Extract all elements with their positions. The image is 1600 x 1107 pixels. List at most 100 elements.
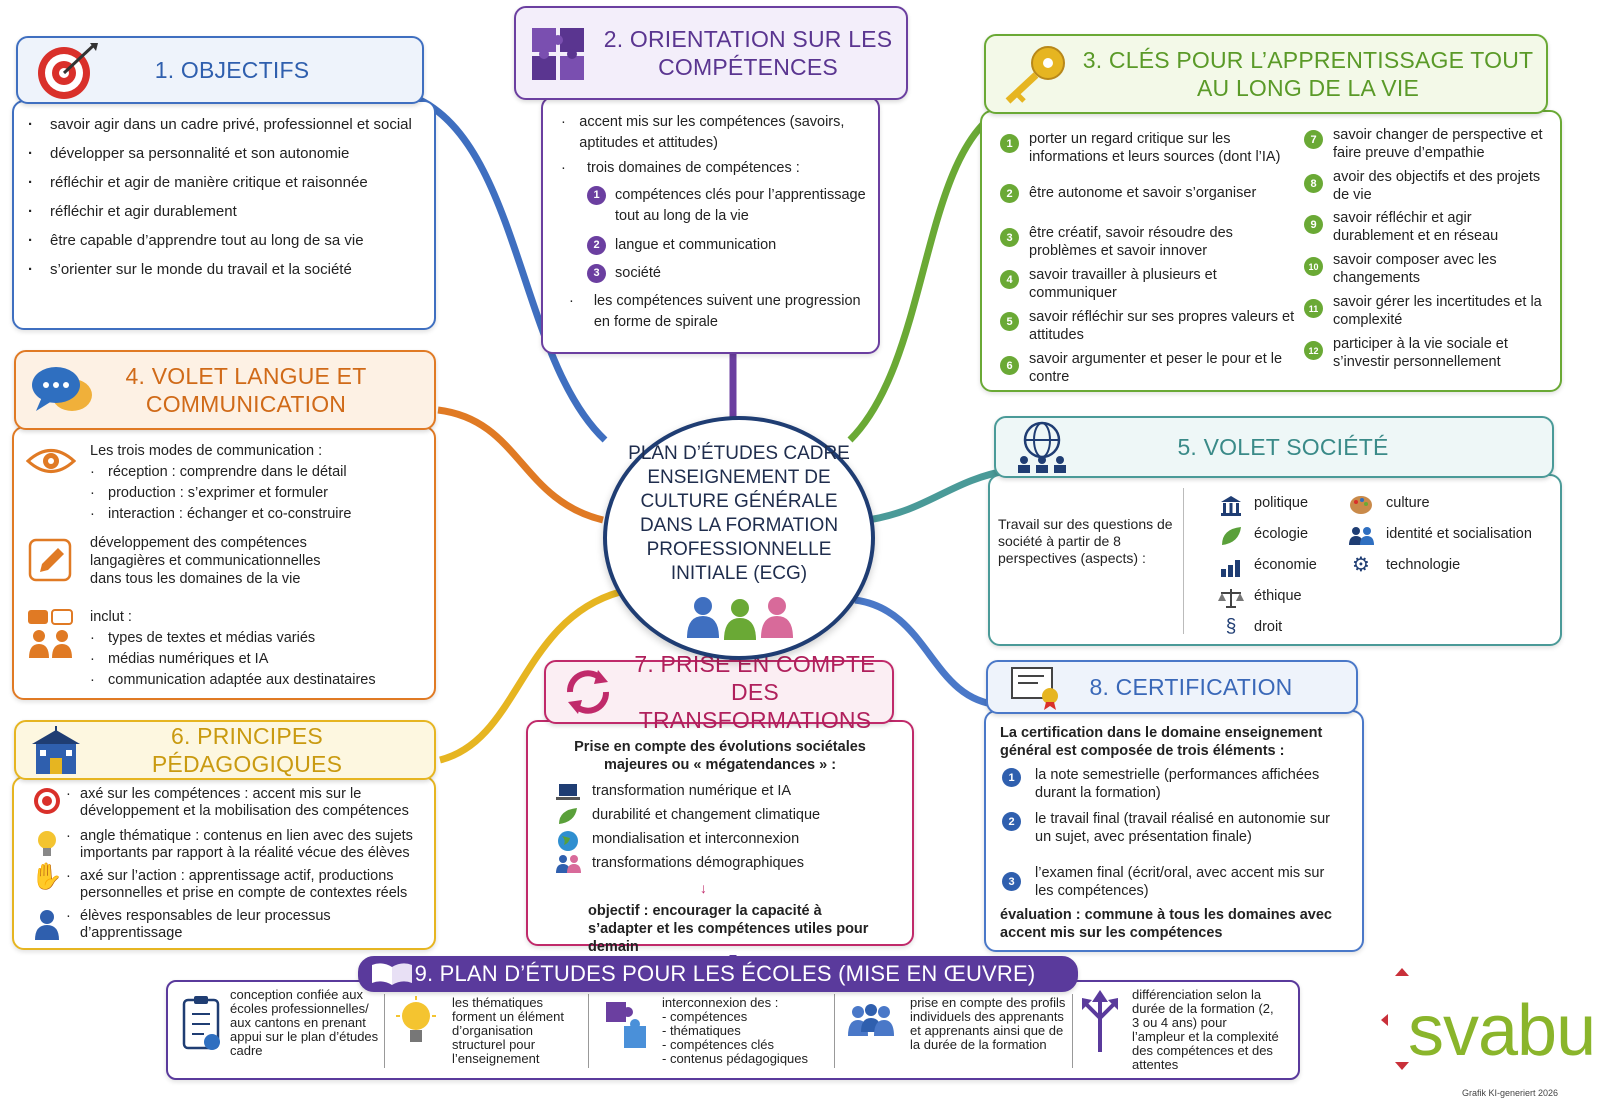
perspective-item: droit	[1254, 619, 1283, 635]
target-icon	[28, 786, 66, 816]
gears-icon: ⚙	[1352, 554, 1370, 576]
orientation-title-line: COMPÉTENCES	[658, 54, 838, 80]
perspective-item: technologie	[1386, 557, 1461, 573]
objectifs-title: 1. OBJECTIFS	[154, 57, 310, 83]
megatrend-item: durabilité et changement climatique	[592, 807, 821, 823]
perspective-item: économie	[1254, 557, 1317, 573]
plan-subitem: - contenus pédagogiques	[662, 1051, 809, 1066]
people-pair-icon	[1346, 525, 1376, 547]
perspective-item: écologie	[1254, 526, 1309, 542]
certification-item: le travail final (travail réalisé en aut…	[1035, 811, 1330, 845]
plan-item: les thématiques forment un élément d’org…	[452, 995, 565, 1066]
certificate-icon	[1011, 667, 1058, 710]
principe-item: axé sur l’action : apprentissage actif, …	[80, 868, 408, 901]
divider	[1183, 488, 1184, 634]
plan-title: 9. PLAN D’ÉTUDES POUR LES ÉCOLES (MISE E…	[414, 961, 1036, 986]
palette-icon	[1346, 494, 1376, 516]
divider	[1072, 994, 1073, 1068]
certification-item: l’examen final (écrit/oral, avec accent …	[1035, 865, 1325, 899]
domain-item: société	[615, 265, 661, 281]
cle-item: savoir réfléchir sur ses propres valeurs…	[1029, 309, 1295, 343]
person-icon	[28, 908, 66, 940]
globe-people-icon	[1018, 421, 1066, 473]
bar-chart-icon	[1216, 556, 1246, 578]
lightbulb-icon	[28, 828, 66, 860]
open-book-icon	[372, 963, 412, 985]
link-societe	[867, 466, 1011, 524]
dev-text: développement des compétences langagière…	[90, 535, 321, 587]
lightbulb-icon	[396, 996, 436, 1042]
certification-panel: La certification dans le domaine enseign…	[984, 710, 1364, 952]
pencil-icon	[28, 538, 72, 582]
objectif-item: être capable d’apprendre tout au long de…	[14, 232, 434, 249]
cle-item: être créatif, savoir résoudre des problè…	[1029, 225, 1233, 259]
transformations-header: 7. PRISE EN COMPTE DES TRANSFORMATIONS	[544, 651, 894, 733]
globe-icon	[552, 830, 584, 852]
arrow-down-icon: ↓	[700, 880, 707, 896]
principe-item: élèves responsables de leur processus d’…	[80, 908, 331, 941]
laptop-icon	[552, 782, 584, 802]
plan-item: conception confiée aux écoles profession…	[230, 987, 379, 1058]
orientation-bullet: trois domaines de compétences :	[587, 160, 800, 176]
central-node: PLAN D’ÉTUDES CADRE ENSEIGNEMENT DE CULT…	[603, 416, 875, 660]
objectifs-header: 1. OBJECTIFS	[16, 36, 424, 104]
school-icon	[32, 726, 80, 774]
societe-header: 5. VOLET SOCIÉTÉ	[994, 416, 1554, 478]
link-certification	[854, 596, 1001, 709]
objectif-item: savoir agir dans un cadre privé, profess…	[14, 116, 434, 133]
orientation-panel: ·accent mis sur les compétences (savoirs…	[541, 96, 880, 354]
plan-columns: conception confiée aux écoles profession…	[178, 988, 1288, 1074]
people-icon	[687, 597, 793, 640]
speech-bubbles-icon	[32, 367, 92, 411]
group-people-icon	[848, 1004, 894, 1036]
plan-item: prise en compte des profils individuels …	[910, 995, 1066, 1052]
cle-item: être autonome et savoir s’organiser	[1029, 185, 1257, 201]
section-icon: §	[1225, 616, 1237, 637]
langue-title: 4. VOLET LANGUE ET COMMUNICATION	[98, 362, 394, 418]
mode-item: production : s’exprimer et formuler	[108, 485, 328, 501]
cle-item: savoir gérer les incertitudes et la comp…	[1333, 294, 1542, 328]
center-title-line: ENSEIGNEMENT DE	[647, 467, 831, 488]
certification-title: 8. CERTIFICATION	[1089, 674, 1293, 700]
logo-note: Grafik KI-generiert 2026	[1462, 1088, 1559, 1098]
perspective-item: politique	[1254, 495, 1309, 511]
perspective-item: identité et socialisation	[1386, 526, 1532, 542]
mode-item: réception : comprendre dans le détail	[108, 464, 347, 480]
principes-panel: ·axé sur les compétences : accent mis su…	[12, 776, 436, 950]
transformations-title: 7. PRISE EN COMPTE DES TRANSFORMATIONS	[618, 650, 892, 734]
societe-title: 5. VOLET SOCIÉTÉ	[1177, 434, 1389, 460]
orientation-title: 2. ORIENTATION SUR LES COMPÉTENCES	[590, 25, 906, 81]
divider	[588, 994, 589, 1068]
link-principes	[439, 588, 621, 764]
cle-item: savoir réfléchir et agir durablement et …	[1333, 210, 1499, 244]
orientation-bullet: les compétences suivent une progression …	[593, 293, 861, 330]
transformations-panel: Prise en compte des évolutions sociétale…	[526, 720, 914, 955]
center-title-line: CULTURE GÉNÉRALE	[640, 491, 838, 512]
clipboard-check-icon	[182, 996, 220, 1050]
megatrend-item: transformations démographiques	[592, 855, 804, 871]
certification-intro: La certification dans le domaine enseign…	[1000, 725, 1323, 759]
cle-item: savoir changer de perspective et faire p…	[1333, 127, 1543, 161]
cle-item: savoir composer avec les changements	[1333, 252, 1497, 286]
langue-header: 4. VOLET LANGUE ET COMMUNICATION	[14, 350, 436, 430]
target-icon	[38, 43, 98, 99]
cles-title-line: 3. CLÉS POUR L’APPRENTISSAGE TOUT	[1082, 47, 1534, 73]
puzzle-pieces-icon	[606, 1002, 646, 1048]
objectif-item: s’orienter sur le monde du travail et la…	[14, 261, 434, 278]
cle-item: avoir des objectifs et des projets de vi…	[1333, 169, 1541, 203]
principe-item: angle thématique : contenus en lien avec…	[80, 828, 413, 861]
plan-item: interconnexion des :	[662, 995, 779, 1010]
modes-heading: Les trois modes de communication :	[90, 443, 323, 459]
perspective-item: éthique	[1254, 588, 1302, 604]
leaf-icon	[1216, 525, 1246, 547]
center-title-line: PLAN D’ÉTUDES CADRE	[628, 443, 850, 464]
key-icon	[1005, 46, 1065, 104]
logo-markers	[1381, 968, 1415, 1070]
split-arrow-icon	[1082, 990, 1118, 1052]
principe-item: axé sur les compétences : accent mis sur…	[80, 786, 409, 819]
plan-subitem: - compétences clés	[662, 1037, 774, 1052]
divider	[834, 994, 835, 1068]
transformations-goal: objectif : encourager la capacité à s’ad…	[588, 903, 869, 955]
